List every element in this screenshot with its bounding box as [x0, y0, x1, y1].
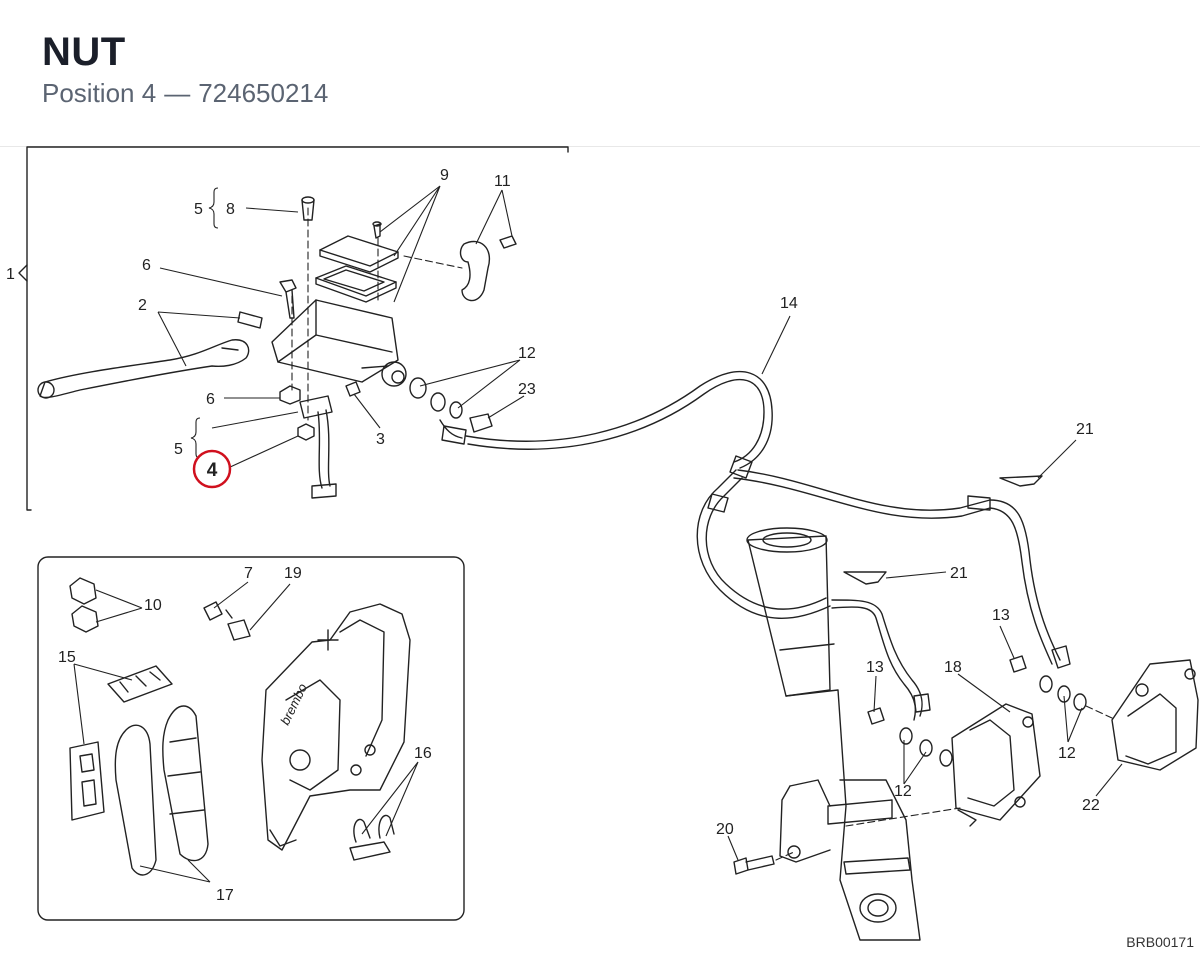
reservoir-cap [319, 235, 399, 267]
nut-part [297, 423, 315, 441]
callout-18: 18 [944, 659, 962, 676]
callout-6-lower: 6 [206, 391, 215, 408]
callout-9: 9 [440, 167, 449, 184]
brake-pad-front [114, 724, 157, 876]
callout-13-right: 13 [992, 607, 1010, 624]
callout-5-lower: 5 [174, 441, 183, 458]
reference-code: BRB00171 [1126, 934, 1194, 950]
highlight-ring [192, 449, 232, 489]
handlebar-clamp [459, 240, 491, 302]
callout-17: 17 [216, 887, 234, 904]
callout-13-left: 13 [866, 659, 884, 676]
callout-1: 1 [6, 266, 15, 283]
callout-16: 16 [414, 745, 432, 762]
brake-switch [299, 395, 333, 419]
caliper-inset [261, 603, 411, 851]
callout-4: 4 [207, 460, 218, 481]
brake-hose-right [737, 469, 991, 511]
caliper-right [1111, 659, 1199, 771]
callout-21-upper: 21 [1076, 421, 1094, 438]
callout-21-lower: 21 [950, 565, 968, 582]
callout-22: 22 [1082, 797, 1100, 814]
highlighted-callout[interactable]: 4 [192, 449, 232, 489]
callout-23: 23 [518, 381, 536, 398]
caliper-detail-inset [37, 556, 465, 921]
callout-20: 20 [716, 821, 734, 838]
callout-15: 15 [58, 649, 76, 666]
callout-14: 14 [780, 295, 798, 312]
callout-12-right: 12 [1058, 745, 1076, 762]
fork-tube [747, 535, 831, 697]
caliper-brand-mark: brembo [277, 681, 310, 727]
callout-12-left: 12 [894, 783, 912, 800]
callout-7: 7 [244, 565, 253, 582]
caliper-left [951, 703, 1041, 821]
callout-11: 11 [494, 173, 511, 190]
master-cylinder-body [271, 299, 399, 383]
brake-hose-left [696, 469, 831, 619]
brake-hose-main [465, 370, 773, 469]
subtitle-separator: — [164, 78, 191, 108]
page-title: NUT [42, 30, 126, 74]
assembly-bracket [26, 146, 569, 511]
part-number: 724650214 [198, 78, 329, 108]
brake-lever [39, 339, 250, 399]
callout-5-upper: 5 [194, 201, 203, 218]
callout-10: 10 [144, 597, 162, 614]
position-label: Position 4 [42, 78, 157, 108]
callout-3: 3 [376, 431, 385, 448]
callout-2: 2 [138, 297, 147, 314]
page-subtitle: Position 4—724650214 [42, 78, 328, 109]
callout-19: 19 [284, 565, 302, 582]
page-header: NUT Position 4—724650214 [0, 0, 1200, 147]
callout-8: 8 [226, 201, 235, 218]
callout-6-upper: 6 [142, 257, 151, 274]
callout-12-master: 12 [518, 345, 536, 362]
brake-pad-rear [162, 705, 209, 862]
